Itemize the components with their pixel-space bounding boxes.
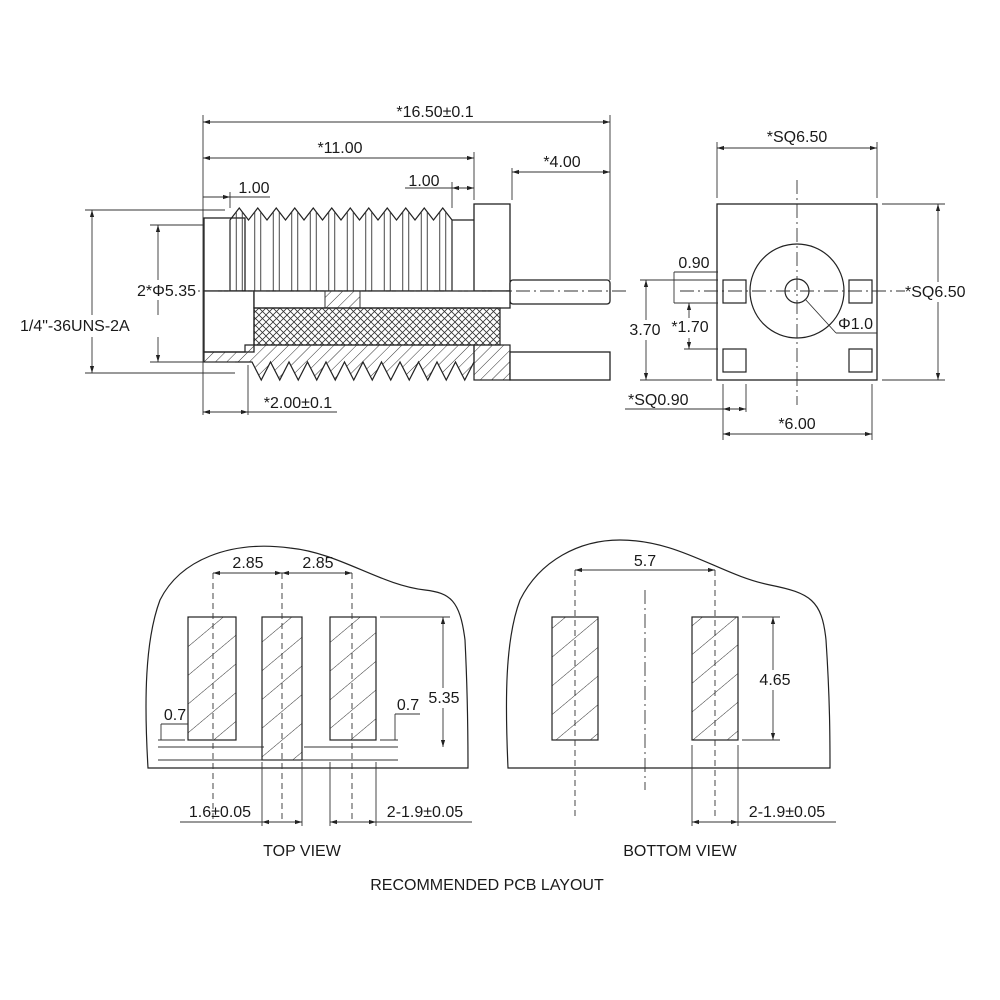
dim-center-pad-width: 1.6±0.05 (189, 804, 251, 821)
thread-section-lower (203, 344, 475, 382)
board-outline (145, 545, 469, 769)
label-mask (905, 282, 975, 302)
label-mask (666, 318, 714, 338)
dim-width: *SQ6.50 (767, 129, 828, 146)
dim-thread-end: 1.00 (408, 173, 439, 190)
dim-pad-pitch: *6.00 (778, 416, 815, 433)
dim-thread-spec: 1/4"-36UNS-2A (20, 318, 130, 335)
dim-pitch-1: 2.85 (232, 555, 263, 572)
pad-left (551, 616, 599, 741)
dim-pin-length: *4.00 (543, 154, 580, 171)
dim-pad-length: 5.35 (428, 690, 459, 707)
leader-line (804, 298, 837, 334)
board-outline (505, 539, 831, 769)
end-view: *SQ6.50 *SQ6.50 Φ1.0 0.90 3.70 *1.70 (622, 129, 975, 440)
pad-bottom-left (722, 348, 747, 373)
dim-side-pad-width: 2-1.9±0.05 (387, 804, 463, 821)
dim-pitch: 5.7 (634, 553, 656, 570)
dim-height: *SQ6.50 (905, 284, 966, 301)
pad-bottom-right (848, 348, 873, 373)
body-block-upper (473, 203, 511, 292)
pad-top-right (848, 279, 873, 304)
bottom-view-label: BOTTOM VIEW (623, 843, 737, 860)
contact-sleeve (324, 290, 361, 309)
flange-upper (203, 217, 246, 292)
label-mask (15, 315, 167, 337)
dim-pin-diameter: Φ1.0 (838, 316, 873, 333)
dim-pad-offset: *1.70 (671, 319, 708, 336)
pad-right (329, 616, 377, 741)
thread-crests (235, 212, 447, 291)
dim-offset-right: 0.7 (397, 697, 419, 714)
dim-flange-width: *2.00±0.1 (264, 395, 332, 412)
caption: RECOMMENDED PCB LAYOUT (370, 877, 604, 894)
label-mask (424, 688, 464, 708)
dim-pad-width: 2-1.9±0.05 (749, 804, 825, 821)
center-pin (509, 279, 611, 305)
dim-overall-length: *16.50±0.1 (396, 104, 473, 121)
dim-diameter: 2*Φ5.35 (137, 283, 196, 300)
dim-thread-length: *11.00 (317, 140, 362, 157)
dim-thread-start: 1.00 (238, 180, 269, 197)
body-block-lower (473, 344, 511, 381)
dim-pitch-2: 2.85 (302, 555, 333, 572)
top-view-label: TOP VIEW (263, 843, 342, 860)
dim-offset-left: 0.7 (164, 707, 186, 724)
ground-pin (509, 351, 611, 381)
label-mask (754, 670, 796, 690)
label-mask (118, 280, 198, 300)
flange-lower (203, 290, 255, 353)
insulator-gap (253, 290, 511, 309)
pcb-bottom-view: 5.7 4.65 2-1.9±0.05 BOTTOM VIEW (505, 539, 836, 860)
pad-top-left (722, 279, 747, 304)
pad-right (691, 616, 739, 741)
pcb-top-view: 2.85 2.85 5.35 0.7 0.7 1.6±0.05 2-1.9±0.… (145, 545, 472, 860)
label-mask (622, 320, 662, 340)
pad-left (187, 616, 237, 741)
dim-pad-square: *SQ0.90 (628, 392, 689, 409)
dim-pad-span: 3.70 (629, 322, 660, 339)
dim-pad-size: 0.90 (678, 255, 709, 272)
dielectric-insulator (253, 307, 501, 346)
side-view: *16.50±0.1 *11.00 *4.00 1.00 1.00 2*Φ5 (15, 104, 630, 415)
thread-profile-upper (229, 207, 453, 292)
dim-pad-length: 4.65 (759, 672, 790, 689)
